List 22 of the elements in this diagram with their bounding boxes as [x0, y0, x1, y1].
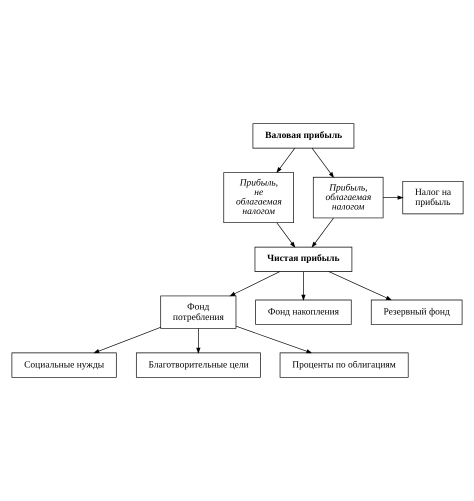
arrow	[276, 222, 295, 248]
arrow	[382, 195, 404, 200]
arrow	[228, 271, 280, 296]
arrow	[300, 271, 306, 301]
arrow	[311, 218, 334, 248]
node-box: Проценты по облигациям	[279, 352, 408, 378]
arrow	[92, 327, 160, 354]
node-box: Социальные нужды	[11, 352, 116, 378]
node-box: Чистая прибыль	[254, 246, 352, 272]
node-box: Фонд накопления	[254, 300, 352, 325]
node-box: Прибыль, не облагаемая налогом	[222, 172, 294, 224]
arrow	[311, 148, 334, 178]
node-box: Валовая прибыль	[252, 123, 354, 148]
node-box: Прибыль, облагаемая налогом	[312, 176, 383, 218]
arrow	[276, 148, 295, 174]
node-box: Фонд потребления	[160, 296, 236, 329]
node-box: Резервный фонд	[370, 300, 462, 325]
arrow	[328, 271, 392, 300]
node-box: Налог на прибыль	[402, 181, 463, 214]
arrow	[235, 326, 312, 354]
arrow	[196, 328, 200, 354]
node-box: Благотворительные цели	[135, 352, 260, 378]
